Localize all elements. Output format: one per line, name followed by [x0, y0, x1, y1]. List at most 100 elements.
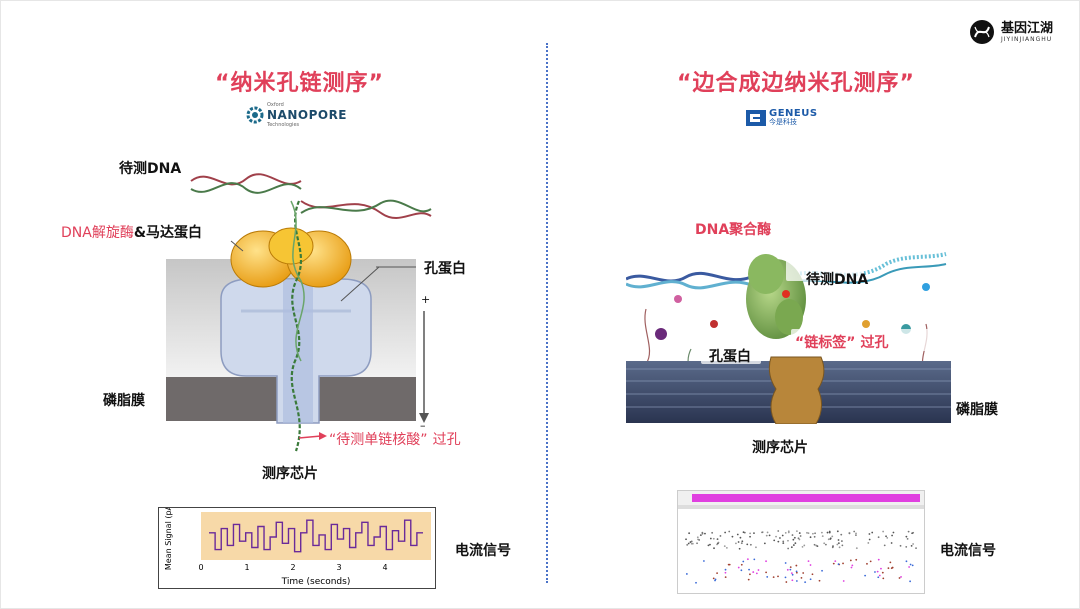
event-dot [909, 563, 912, 566]
event-dot [795, 571, 798, 574]
event-dot [777, 575, 779, 578]
event-dot [757, 569, 760, 571]
tag-label-quote: “链标签” [795, 335, 856, 351]
event-dot [818, 579, 821, 582]
right-label-membrane: 磷脂膜 [956, 402, 998, 418]
event-dot [772, 576, 775, 578]
event-dot [842, 580, 845, 582]
event-dot [748, 568, 750, 571]
event-dot [777, 530, 780, 532]
event-dot [790, 546, 793, 549]
event-dot [866, 562, 868, 565]
event-dot [890, 542, 893, 544]
event-dot [782, 540, 785, 543]
event-dot [786, 568, 789, 571]
left-label-pore: 孔蛋白 [424, 261, 466, 277]
center-divider [546, 43, 548, 583]
event-dot [752, 571, 755, 573]
event-dot [795, 580, 798, 582]
event-dot [881, 571, 884, 574]
event-dot [868, 538, 871, 541]
nanopore-logo: Oxford NANOPORE Technologies [246, 101, 347, 129]
event-dot [908, 566, 911, 568]
event-dot [842, 562, 844, 565]
event-dot [878, 574, 881, 577]
helicase-label-black: &马达蛋白 [133, 225, 203, 241]
event-dot [882, 577, 885, 580]
event-dot [753, 532, 755, 535]
left-label-membrane: 磷脂膜 [103, 393, 145, 409]
event-dot [905, 545, 908, 548]
event-dot [698, 539, 701, 541]
event-dot [907, 530, 910, 533]
right-label-polymerase: DNA聚合酶 [695, 222, 772, 238]
event-dot [823, 542, 826, 545]
event-dot [838, 546, 841, 549]
event-dot [787, 530, 790, 533]
pass-label-word: 过孔 [432, 432, 461, 448]
event-dot [855, 547, 858, 550]
event-dot [716, 572, 718, 575]
right-label-signal: 电流信号 [940, 543, 996, 559]
event-dot [796, 530, 798, 533]
event-dot [800, 576, 803, 579]
event-dot [792, 544, 795, 546]
event-dot [831, 535, 834, 538]
event-dot [787, 547, 790, 550]
event-dot [701, 532, 704, 535]
magenta-track [692, 494, 920, 502]
event-dot [766, 531, 769, 534]
event-dot [812, 532, 814, 535]
event-dot [737, 541, 740, 543]
event-dot [871, 531, 874, 534]
event-dot [807, 532, 810, 535]
event-dot [868, 533, 871, 535]
event-dot [738, 547, 741, 550]
event-dot [821, 535, 824, 538]
event-dot [773, 539, 776, 542]
event-dot [791, 579, 794, 582]
brand-logo: 基因江湖 JIYINJIANGHU [969, 19, 1053, 45]
event-dot [787, 539, 789, 542]
nanopore-logo-sub: Technologies [267, 122, 300, 128]
event-dot [761, 531, 763, 534]
event-dot [717, 542, 719, 545]
event-dot [687, 542, 690, 545]
event-dot [777, 540, 780, 543]
event-dot [709, 537, 712, 540]
event-dot [899, 544, 902, 547]
x-tick-label: 0 [198, 563, 203, 572]
event-dot [724, 568, 727, 571]
event-dot [739, 536, 742, 539]
event-dot [855, 532, 857, 535]
event-dot [892, 531, 895, 534]
event-dot [891, 534, 893, 537]
event-dot [703, 560, 705, 562]
event-dot [911, 532, 914, 535]
event-dot [779, 537, 781, 539]
event-dot [768, 534, 771, 537]
event-dot [731, 535, 734, 538]
event-dot [765, 560, 767, 563]
nanopore-logo-main: NANOPORE [267, 108, 348, 122]
tag-purple [655, 328, 667, 340]
sbs-nanopore-diagram [626, 252, 951, 424]
event-dot [763, 542, 766, 545]
event-dot [910, 544, 913, 547]
event-dot [821, 569, 823, 572]
event-dot [742, 531, 745, 534]
signal-band [201, 512, 431, 560]
x-tick-label: 1 [244, 563, 249, 572]
event-dot [802, 572, 805, 574]
helicase-label-red: DNA解旋酶 [61, 225, 134, 241]
event-dot [887, 567, 890, 570]
event-dot [688, 532, 691, 535]
event-dot [699, 534, 702, 537]
right-label-dna: 待测DNA [806, 272, 869, 288]
event-dot [746, 543, 749, 546]
event-dot [834, 560, 837, 563]
event-dot [791, 573, 794, 576]
event-dot [685, 538, 687, 541]
event-dot [877, 576, 880, 579]
event-dot [765, 534, 768, 537]
